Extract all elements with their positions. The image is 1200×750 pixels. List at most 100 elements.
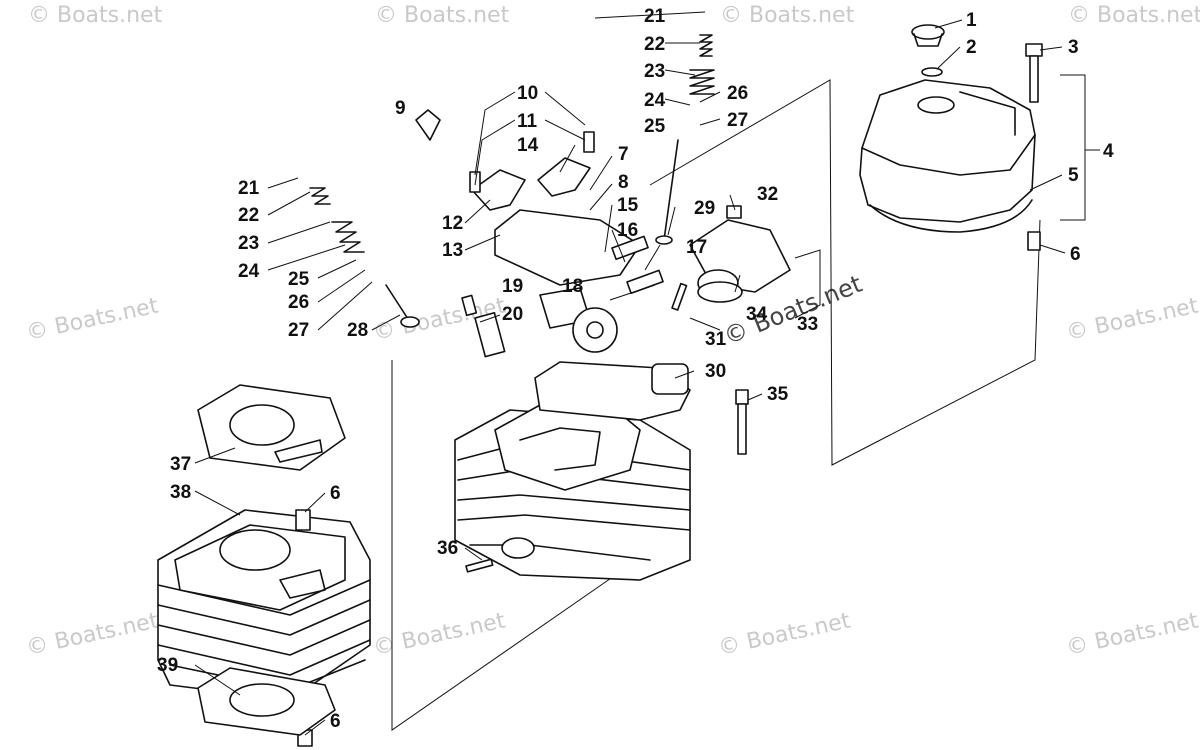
callout-20: 20 — [502, 304, 523, 325]
callout-21: 21 — [644, 6, 666, 27]
valve-spring — [689, 69, 715, 95]
bracket-33 — [794, 249, 821, 319]
callout-27b: 27 — [288, 320, 309, 341]
watermark: © Boats.net — [24, 293, 161, 345]
callout-35: 35 — [767, 384, 789, 405]
valve-spring — [309, 187, 331, 205]
callout-27: 27 — [727, 110, 748, 131]
watermark: © Boats.net — [716, 608, 853, 660]
watermark: © Boats.net — [24, 608, 161, 660]
callout-34: 34 — [746, 304, 768, 325]
valves-and-springs — [309, 34, 749, 573]
head-frame — [649, 79, 1041, 466]
cylinder-frame — [391, 360, 631, 731]
callout-10: 10 — [517, 83, 538, 104]
callout-29: 29 — [694, 198, 715, 219]
valve-cover — [859, 79, 1036, 233]
callout-19: 19 — [502, 276, 523, 297]
watermark: © Boats.net — [1064, 293, 1200, 345]
callout-7: 7 — [618, 144, 629, 165]
callout-21b: 21 — [238, 178, 260, 199]
callout-25: 25 — [644, 116, 666, 137]
callout-38: 38 — [170, 482, 191, 503]
callout-26b: 26 — [288, 292, 309, 313]
block-fins — [157, 579, 371, 691]
callout-6b: 6 — [330, 483, 341, 504]
callout-24: 24 — [644, 90, 666, 111]
callout-12: 12 — [442, 213, 463, 234]
cam-sprocket — [572, 307, 618, 353]
callout-23b: 23 — [238, 233, 259, 254]
oil-fill-cap — [911, 24, 945, 77]
valve-stem — [385, 284, 411, 323]
callout-25b: 25 — [288, 269, 310, 290]
watermark: © Boats.net — [375, 3, 510, 28]
callout-1: 1 — [966, 10, 977, 31]
callout-2: 2 — [966, 37, 977, 58]
valve-spring — [699, 34, 713, 57]
callout-11: 11 — [517, 111, 538, 132]
stud — [465, 558, 494, 573]
callout-22: 22 — [644, 34, 665, 55]
valve-stem — [663, 139, 679, 241]
watermark: © Boats.net — [1064, 608, 1200, 660]
callout-15: 15 — [617, 195, 639, 216]
callout-numbers: 1 2 3 4 5 6 7 8 9 10 11 14 12 13 15 16 1… — [157, 6, 1114, 732]
cylinder-bore — [219, 529, 291, 571]
rocker-shaft — [626, 269, 664, 295]
o-ring — [921, 67, 943, 77]
valve-cover-body — [859, 79, 1036, 223]
callout-9: 9 — [395, 98, 406, 119]
dowel-pin — [1027, 231, 1041, 251]
intake-pipe — [689, 205, 791, 303]
spark-plug — [461, 294, 506, 358]
callout-22b: 22 — [238, 205, 259, 226]
rocker-shaft — [611, 235, 649, 261]
valve-cover-edge — [861, 134, 1036, 176]
callout-6: 6 — [1070, 244, 1081, 265]
callout-14: 14 — [517, 135, 539, 156]
callout-4: 4 — [1103, 141, 1114, 162]
valve-spring — [331, 221, 365, 253]
callout-8: 8 — [618, 172, 629, 193]
callout-39: 39 — [157, 655, 178, 676]
callout-28: 28 — [347, 320, 368, 341]
head-gasket — [197, 384, 346, 471]
cylinder-block — [157, 509, 371, 747]
rocker-arm — [537, 157, 591, 197]
callout-33: 33 — [797, 314, 818, 335]
callout-17: 17 — [686, 237, 707, 258]
dowel-pin — [295, 509, 311, 531]
watermark: © Boats.net — [28, 3, 163, 28]
watermark: © Boats.net — [720, 3, 855, 28]
cam-boss — [651, 363, 689, 395]
o-ring — [697, 281, 743, 303]
rocker-arm — [471, 169, 526, 211]
callout-16: 16 — [617, 220, 638, 241]
rocker-holder — [494, 209, 641, 286]
exhaust-port — [501, 537, 535, 559]
assembly-frames — [391, 74, 1086, 731]
callout-6c: 6 — [330, 711, 341, 732]
callout-36: 36 — [437, 538, 458, 559]
cover-rib — [959, 91, 1016, 136]
callout-13: 13 — [442, 240, 463, 261]
callout-23: 23 — [644, 61, 665, 82]
tappet-adjust — [415, 109, 441, 141]
bracket-4 — [1060, 74, 1086, 221]
callout-37: 37 — [170, 454, 191, 475]
callout-30: 30 — [705, 361, 726, 382]
leader-lines — [194, 11, 1100, 736]
valve-cover-gasket — [869, 199, 1033, 233]
callout-26: 26 — [727, 83, 748, 104]
callout-18: 18 — [562, 276, 583, 297]
bolt — [735, 389, 749, 405]
cylinder-head — [454, 361, 691, 581]
valve-train — [415, 109, 664, 353]
watermark: © Boats.net — [1068, 3, 1200, 28]
callout-32: 32 — [757, 184, 778, 205]
cover-bolt — [1025, 43, 1043, 251]
callout-24b: 24 — [238, 261, 260, 282]
callout-5: 5 — [1068, 165, 1079, 186]
